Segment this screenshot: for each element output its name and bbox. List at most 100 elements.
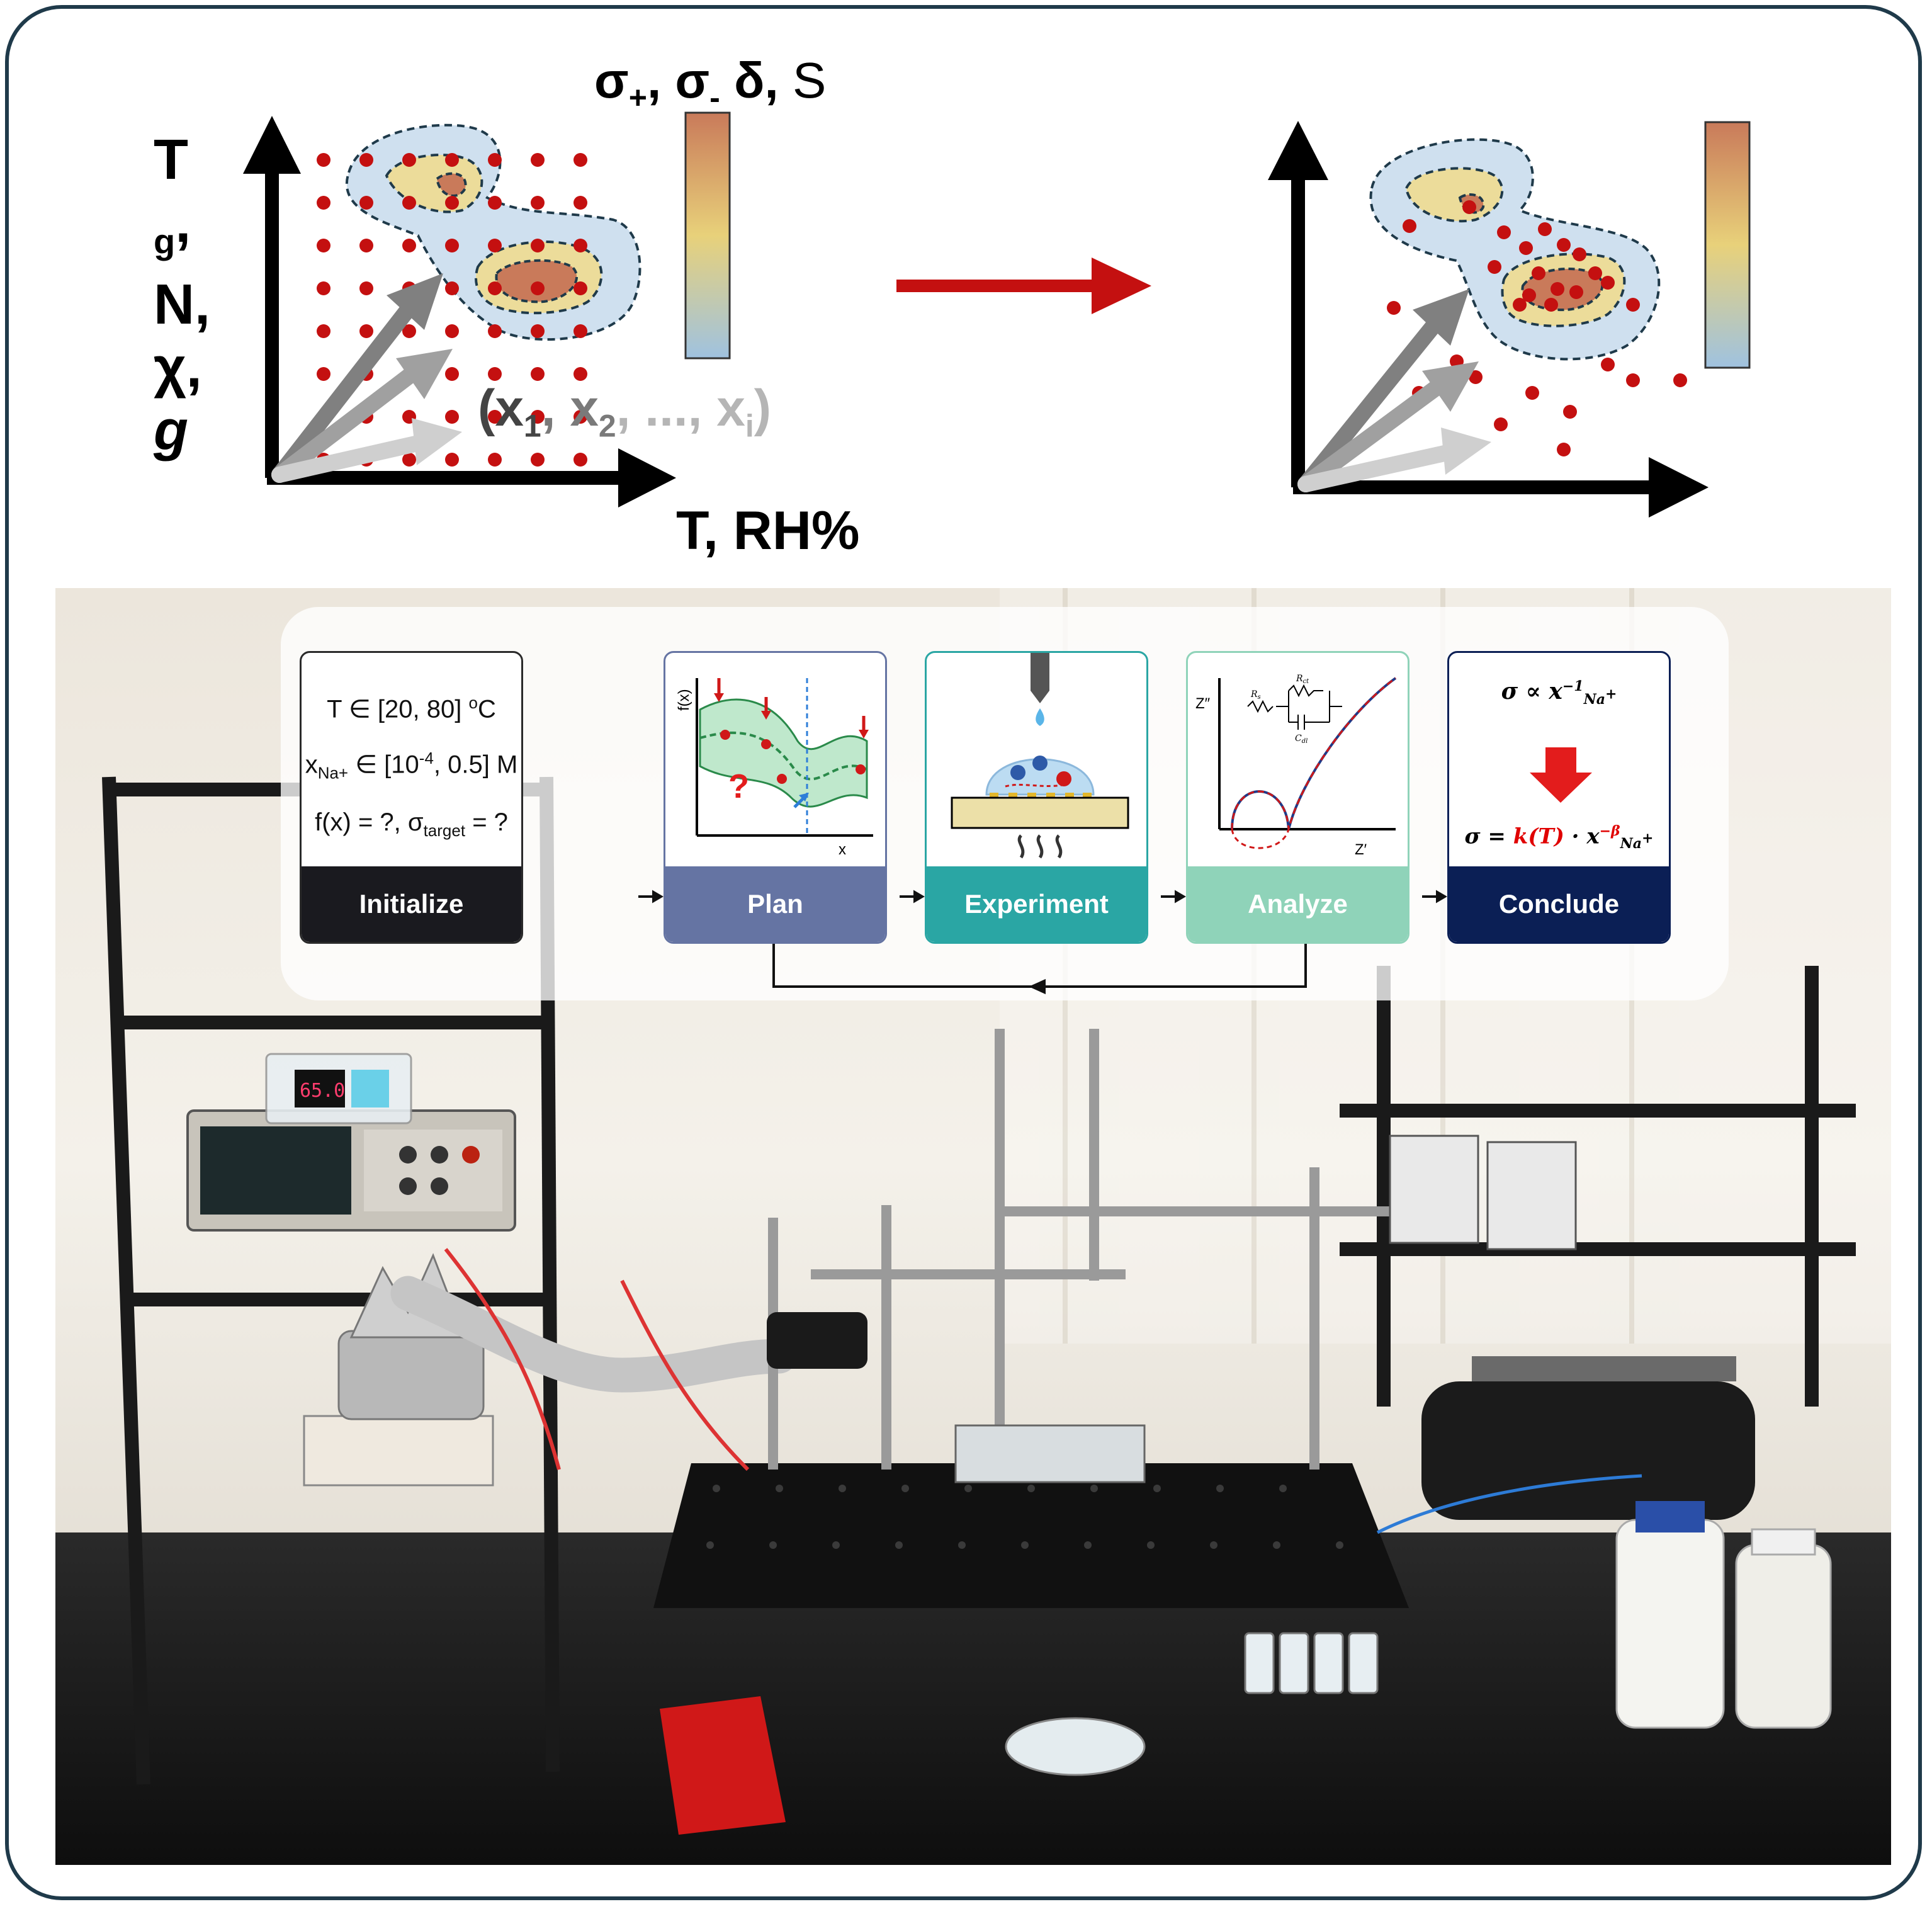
- sampled-point: [1469, 370, 1483, 384]
- cables: [444, 1248, 750, 1471]
- workflow-connectors: [638, 890, 1447, 995]
- step-analyze: Rs Rct Cdl Z″ Z′ Analyze: [1186, 651, 1409, 944]
- grid-point: [488, 281, 502, 295]
- lab-photo-svg: 65.0: [55, 588, 1891, 1865]
- sampled-point: [1538, 222, 1552, 236]
- sampled-point: [1522, 288, 1536, 302]
- grid-point: [573, 324, 587, 338]
- step-label-initialize: Initialize: [302, 866, 521, 942]
- svg-text:Rct: Rct: [1296, 674, 1309, 685]
- sampled-point: [1569, 285, 1583, 299]
- svg-text:Z′: Z′: [1355, 841, 1367, 858]
- grid-point: [445, 410, 459, 424]
- right-vectors: [1297, 289, 1491, 492]
- sampled-point: [1626, 298, 1640, 312]
- impedance-nyquist-plot: Rs Rct Cdl Z″ Z′: [1195, 674, 1397, 858]
- grid-point: [573, 410, 587, 424]
- sampled-point: [1544, 298, 1558, 312]
- sampled-point: [1403, 219, 1416, 233]
- svg-text:65.0: 65.0: [300, 1080, 345, 1102]
- grid-point: [573, 281, 587, 295]
- heated-stage: [954, 1424, 1146, 1483]
- sampled-point: [1557, 443, 1571, 456]
- step-plan: ? f(x) x Plan: [664, 651, 887, 944]
- wash-bottles: [1615, 1501, 1832, 1729]
- grid-point: [573, 239, 587, 252]
- sampled-point: [1551, 282, 1564, 296]
- grid-point: [531, 410, 545, 424]
- grid-point: [531, 453, 545, 467]
- right-colorbar: [1704, 121, 1751, 369]
- left-axes: [243, 116, 676, 507]
- grid-point: [573, 367, 587, 381]
- x-axis-label: T, RH%: [676, 501, 860, 561]
- grid-point: [359, 239, 373, 252]
- optical-breadboard: [653, 1463, 1409, 1608]
- grid-point: [317, 153, 330, 167]
- grid-point: [402, 153, 416, 167]
- left-colorbar: [684, 111, 731, 360]
- grid-point: [573, 453, 587, 467]
- camera: [767, 1312, 867, 1369]
- top-diagram-svg: [243, 111, 1751, 518]
- grid-point: [317, 196, 330, 210]
- sampled-point: [1513, 298, 1527, 312]
- gaussian-process-plot: ? f(x) x: [675, 678, 873, 858]
- grid-point: [531, 196, 545, 210]
- grid-point: [488, 410, 502, 424]
- grid-point: [317, 281, 330, 295]
- sampled-point: [1519, 241, 1533, 255]
- grid-point: [359, 196, 373, 210]
- sampled-point: [1494, 417, 1508, 431]
- grid-point: [317, 367, 330, 381]
- grid-point: [488, 153, 502, 167]
- left-vectors: [271, 273, 462, 483]
- grid-point: [317, 324, 330, 338]
- grid-point: [445, 239, 459, 252]
- initialize-conditions: T ∈ [20, 80] oC xNa+ ∈ [10-4, 0.5] M f(x…: [305, 693, 518, 840]
- optical-posts: [768, 1029, 1440, 1470]
- step-label-plan: Plan: [665, 866, 885, 942]
- droplet-experiment-illustration: [951, 653, 1129, 859]
- grid-point: [531, 367, 545, 381]
- grid-point: [488, 324, 502, 338]
- grid-point: [531, 281, 545, 295]
- grid-point: [488, 196, 502, 210]
- right-rack: [1340, 966, 1856, 1407]
- sampled-point: [1387, 301, 1401, 315]
- conclude-law: σ = k(T) · x−βNa+: [1464, 823, 1654, 853]
- sampled-point: [1497, 225, 1511, 239]
- grid-point: [488, 239, 502, 252]
- grid-point: [317, 239, 330, 252]
- grid-point: [445, 281, 459, 295]
- sampled-point: [1488, 260, 1501, 274]
- step-label-experiment: Experiment: [927, 866, 1146, 942]
- sampled-point: [1557, 238, 1571, 252]
- sampled-point: [1588, 266, 1602, 280]
- step-conclude: σ ∝ x−1Na+ σ = k(T) · x−βNa+ Conclude: [1447, 651, 1671, 944]
- grid-point: [359, 281, 373, 295]
- sampled-point: [1601, 276, 1615, 290]
- grid-point: [445, 453, 459, 467]
- temperature-controller: 65.0: [265, 1053, 412, 1124]
- petri-dish: [1005, 1717, 1146, 1776]
- grid-point: [531, 239, 545, 252]
- grid-point: [402, 324, 416, 338]
- grid-point: [402, 196, 416, 210]
- syringe-pumps: [1389, 1135, 1755, 1520]
- grid-point: [359, 153, 373, 167]
- grid-point: [445, 196, 459, 210]
- step-initialize: T ∈ [20, 80] oC xNa+ ∈ [10-4, 0.5] M f(x…: [300, 651, 523, 944]
- grid-point: [402, 453, 416, 467]
- hot-plate: [303, 1253, 494, 1487]
- colorbar-label: σ+, σ- δ, S: [594, 52, 827, 115]
- step-label-conclude: Conclude: [1449, 866, 1669, 942]
- grid-point: [531, 324, 545, 338]
- grid-point: [573, 196, 587, 210]
- sample-vials: [1244, 1632, 1379, 1694]
- sampled-point: [1601, 358, 1615, 371]
- step-label-analyze: Analyze: [1188, 866, 1408, 942]
- step-experiment: Experiment: [925, 651, 1148, 944]
